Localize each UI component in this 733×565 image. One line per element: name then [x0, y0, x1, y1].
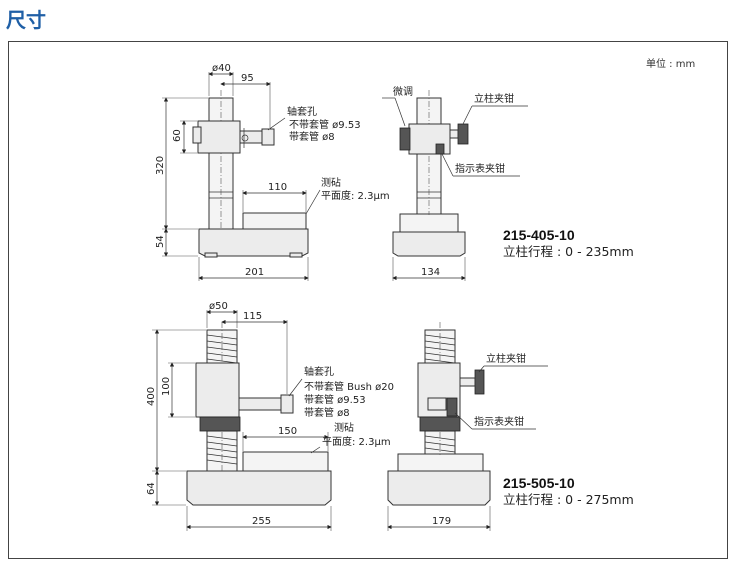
foot-left [204, 252, 218, 258]
holder-front [197, 120, 241, 154]
bottom-front-view [186, 322, 332, 506]
model-top: 215-405-10 [503, 227, 575, 243]
anvil-front-2 [242, 451, 329, 472]
dim-d40: ø40 [212, 63, 231, 74]
label-indicator-clamp: 指示表夹钳 [455, 162, 505, 175]
label-with-sleeve-8: 带套管 ø8 [304, 406, 350, 419]
top-side-view: 微调 立柱夹钳 指示表夹钳 [382, 85, 528, 257]
label-indicator-clamp-2: 指示表夹钳 [474, 415, 524, 428]
arm-front-2 [238, 397, 282, 411]
sleeve-front-2 [280, 394, 294, 414]
unit-label: 单位 : mm [646, 57, 695, 70]
top-labels: 轴套孔 不带套管 ø9.53 带套管 ø8 测砧 平面度: 2.3μm [267, 105, 390, 215]
anvil-front [242, 212, 307, 230]
dim-d95: 95 [241, 73, 254, 84]
base-front-2 [186, 470, 332, 506]
bottom-dimensions: ø50 115 100 400 64 150 255 179 [146, 301, 491, 531]
model-bottom: 215-505-10 [503, 475, 575, 491]
indicator-clamp-knob-2 [446, 397, 458, 417]
bottom-labels: 轴套孔 不带套管 Bush ø20 带套管 ø9.53 带套管 ø8 测砧 平面… [288, 365, 394, 454]
dim-d201: 201 [245, 267, 264, 278]
anvil-side-2 [397, 453, 484, 472]
label-anvil: 测砧 [321, 176, 341, 189]
dim-d54: 54 [155, 235, 166, 248]
label-with-sleeve-953: 带套管 ø9.53 [304, 393, 366, 406]
bottom-side-view: 立柱夹钳 指示表夹钳 [387, 322, 548, 506]
travel-bottom: 立柱行程 : 0 - 275mm [503, 492, 634, 507]
top-front-view [192, 90, 309, 258]
dim-d60: 60 [172, 129, 183, 142]
label-column-clamp-2: 立柱夹钳 [486, 352, 526, 365]
indicator-clamp-knob [435, 143, 445, 155]
fine-adjust-ring-side [419, 416, 461, 432]
label-flatness: 平面度: 2.3μm [321, 189, 390, 202]
dim-d179: 179 [432, 516, 451, 527]
label-no-sleeve: 不带套管 ø9.53 [289, 118, 361, 131]
label-shaft-hole: 轴套孔 [287, 105, 317, 118]
label-shaft-hole-2: 轴套孔 [304, 365, 334, 378]
page-title: 尺寸 [6, 8, 46, 32]
label-column-clamp: 立柱夹钳 [474, 92, 514, 105]
fine-adjust-knob-front [192, 126, 202, 144]
label-flatness-2: 平面度: 2.3μm [322, 435, 391, 448]
holder-front-2 [195, 362, 240, 418]
base-front [198, 228, 309, 257]
top-dimensions: ø40 95 60 320 54 110 201 134 [155, 63, 466, 281]
drawing-frame [8, 41, 728, 559]
foot-right [289, 252, 303, 258]
label-fine-adjust: 微调 [393, 85, 413, 98]
dim-d255: 255 [252, 516, 271, 527]
dim-d134: 134 [421, 267, 440, 278]
fine-adjust-ring [199, 416, 241, 432]
label-anvil-2: 测砧 [334, 421, 354, 434]
sleeve-front [261, 128, 275, 146]
label-with-sleeve: 带套管 ø8 [289, 130, 335, 143]
dim-d100: 100 [161, 377, 172, 396]
fine-adjust-knob-side [399, 127, 411, 151]
column-front [208, 97, 234, 230]
dim-d320: 320 [155, 156, 166, 175]
label-no-sleeve-bush: 不带套管 Bush ø20 [304, 380, 394, 393]
dim-d50: ø50 [209, 301, 228, 312]
column-clamp-knob-2 [474, 369, 485, 395]
dim-d64: 64 [146, 482, 157, 495]
dim-d150: 150 [278, 426, 297, 437]
dim-d115: 115 [243, 311, 262, 322]
dim-d400: 400 [146, 387, 157, 406]
dim-d110: 110 [268, 182, 287, 193]
travel-top: 立柱行程 : 0 - 235mm [503, 244, 634, 259]
base-side [392, 231, 466, 257]
column-clamp-knob [457, 123, 469, 145]
anvil-side [399, 213, 459, 233]
base-side-2 [387, 470, 491, 506]
